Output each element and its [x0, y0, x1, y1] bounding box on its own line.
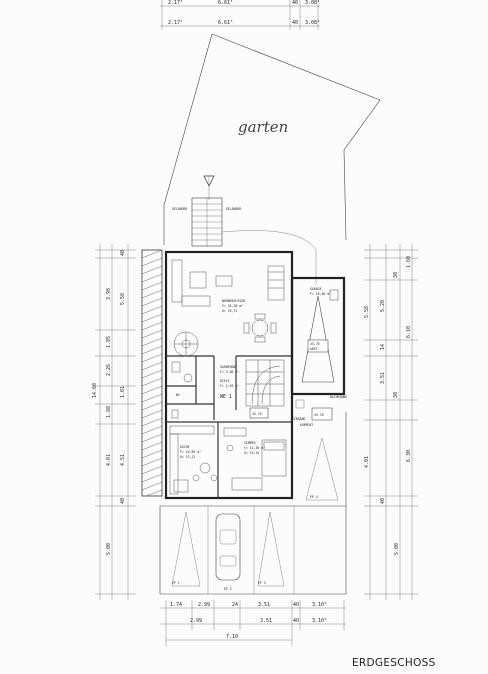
staircase: [245, 359, 285, 407]
kitchen: KÜCHE F= 10,89 m² U= 13,22: [169, 425, 218, 495]
right-dim-7: 3.51: [380, 372, 386, 384]
room-kitchen-name: KÜCHE: [180, 444, 190, 449]
room-zimmer-name: ZIMMER: [244, 441, 256, 445]
room-living-perim: U= 25,72: [222, 309, 237, 313]
entrance-label: EINGANG: [292, 417, 306, 421]
boundary-hatching: [141, 249, 163, 497]
right-dim-4: 5.20: [380, 300, 386, 312]
left-dim-4: 1.85: [106, 336, 112, 348]
top-dimension-lines: 2.17⁵ 6.61⁵ 40 3.08⁵ 2.17⁵ 6.61⁵ 40 3.08…: [160, 0, 320, 30]
bottom-dimension-lines: 1.74 2.99 24 3.51 40 3.10⁵ 2.99 3.51 40 …: [160, 600, 346, 646]
right-dim-5: 6.10: [406, 326, 412, 338]
garden-label: garten: [238, 118, 288, 136]
bottom-dim-5: 40: [293, 602, 299, 608]
room-abst-name: ABST.: [310, 347, 320, 351]
room-garage-area: F= 18,00 m²: [310, 292, 331, 296]
parking-ep4: EP 4: [310, 495, 318, 499]
room-zimmer-perim: U= 15,24: [244, 451, 259, 455]
room-diele-area: F= 2,50 m²: [220, 384, 239, 388]
level-mark-garage: 43.70: [310, 342, 320, 346]
left-dim-5: 2.26: [106, 364, 112, 376]
bottom-total-dim: 7.10: [226, 634, 238, 640]
room-wc-name: WC: [176, 393, 180, 397]
bottom-dim-6: 3.10⁵: [312, 602, 327, 608]
left-dim-8: 4.01: [106, 454, 112, 466]
right-dim-12: 5.00: [394, 543, 400, 555]
right-dim-10: 6.30: [406, 450, 412, 462]
left-dim-11: 5.00: [106, 543, 112, 555]
garage: GARAGE F= 18,00 m² 43.70 ABST.: [290, 276, 346, 396]
top-dim-5: 2.17⁵: [168, 20, 183, 26]
top-dim-6: 6.61⁵: [218, 20, 233, 26]
room-living-name: WOHNEN/ESSEN: [222, 299, 245, 303]
parking-area: EP 1 EP 2 EP 3 EP 4: [159, 412, 347, 595]
left-dim-1: 40: [120, 250, 126, 256]
room-garage-name: GARAGE: [310, 287, 322, 291]
right-dim-9: 4.01: [364, 456, 370, 468]
terrace-steps: GELÄNDER GELÄNDER: [172, 197, 317, 284]
left-dim-3: 5.58: [120, 293, 126, 305]
garden-area: garten: [163, 33, 381, 245]
railing-label-left: GELÄNDER: [172, 206, 187, 211]
room-garderobe-area: F= 3,00 m²: [220, 370, 239, 374]
level-mark-entrance: 43.70: [314, 413, 324, 417]
top-dim-4: 3.08⁵: [305, 0, 320, 6]
right-dim-1: 1.60: [406, 256, 412, 268]
left-dim-2: 3.98: [106, 288, 112, 300]
entrance: 43.70 43.70 EINGANG DACHRINNE KOMPOST: [249, 395, 347, 427]
room-kitchen-area: F= 10,89 m²: [180, 450, 201, 454]
bottom-dim-1: 1.74: [170, 602, 182, 608]
top-dim-7: 40: [292, 20, 298, 26]
room-living-area: F= 34,28 m²: [222, 304, 243, 308]
right-dim-3: 5.58: [364, 306, 370, 318]
right-dimension-lines: 1.60 30 5.58 5.20 6.10 14 3.51 30 4.01 6…: [364, 244, 418, 600]
top-dim-8: 3.08⁵: [305, 20, 320, 26]
bottom-dim-4: 3.51: [258, 602, 270, 608]
room-diele-name: DIELE: [220, 379, 230, 383]
left-dim-10: 40: [120, 498, 126, 504]
top-dim-2: 6.61⁵: [218, 0, 233, 6]
railing-label-right: GELÄNDER: [226, 206, 241, 211]
left-dimension-lines: 14.00 40 3.98 5.58 1.85 2.26 1.01 1.88 4…: [92, 244, 136, 600]
bottom-dim-10: 3.10⁵: [312, 618, 327, 624]
unit-label: WE 1: [220, 394, 232, 400]
right-dim-6: 14: [380, 344, 386, 350]
top-dim-3: 40: [292, 0, 298, 6]
living-room-furniture: WOHNEN/ESSEN F= 34,28 m² U= 25,72: [171, 259, 285, 357]
drawing-title: ERDGESCHOSS: [352, 657, 436, 669]
room-garderobe-name: GARDEROBE: [220, 365, 237, 369]
small-rooms: WC GARDEROBE F= 3,00 m² DIELE F= 2,50 m²…: [171, 361, 239, 419]
parking-ep3: EP 3: [258, 581, 266, 585]
compost-label: KOMPOST: [300, 423, 314, 427]
parking-ep1: EP 1: [172, 581, 180, 585]
house-walls: [164, 250, 294, 500]
room-zimmer-area: F= 14,36 m²: [244, 446, 265, 450]
bottom-dim-9: 40: [293, 618, 299, 624]
left-dim-6: 1.01: [120, 386, 126, 398]
left-total-dim: 14.00: [92, 383, 98, 398]
right-dim-11: 40: [380, 498, 386, 504]
right-dim-2: 30: [393, 272, 399, 278]
bottom-dim-8: 3.51: [260, 618, 272, 624]
bottom-dim-3: 24: [232, 602, 238, 608]
left-dim-7: 1.88: [106, 406, 112, 418]
parking-ep2: EP 2: [224, 587, 232, 591]
bottom-dim-2: 2.99: [198, 602, 210, 608]
right-dim-8: 30: [393, 392, 399, 398]
room-kitchen-perim: U= 13,22: [180, 455, 195, 459]
left-dim-9: 4.51: [120, 454, 126, 466]
bedroom: ZIMMER F= 14,36 m² U= 15,24: [223, 427, 287, 491]
level-mark-hall: 43.70: [252, 412, 262, 416]
gutter-label: DACHRINNE: [330, 395, 347, 399]
top-dim-1: 2.17⁵: [168, 0, 183, 6]
bottom-dim-7: 2.99: [190, 618, 202, 624]
